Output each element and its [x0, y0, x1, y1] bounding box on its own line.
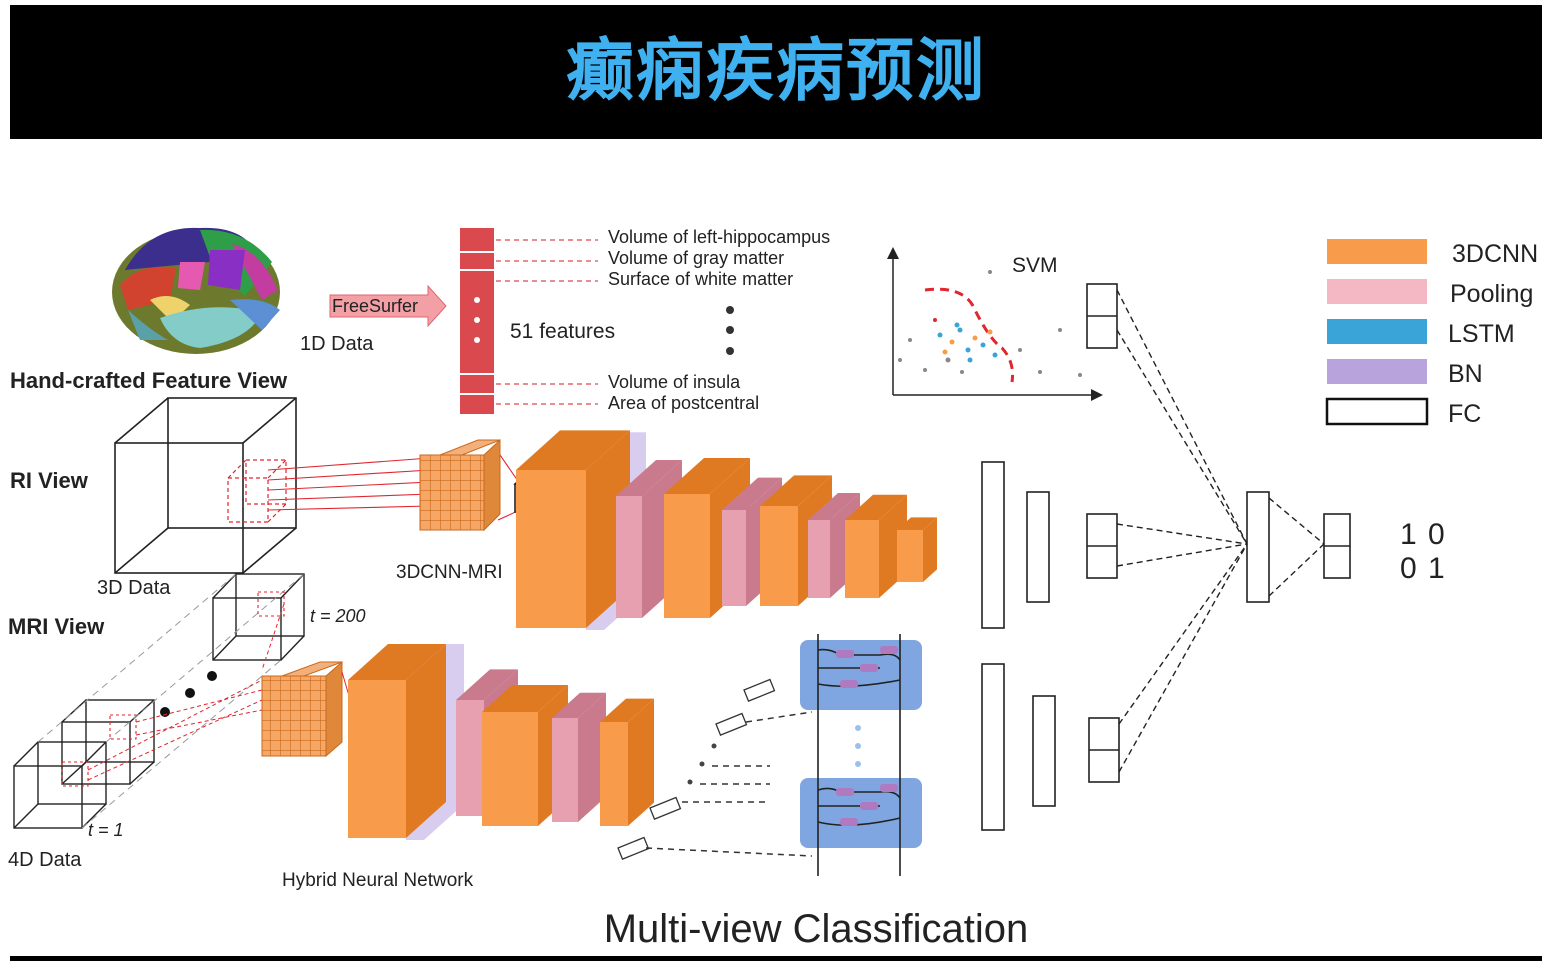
legend-swatch-lstm: [1327, 319, 1427, 344]
legend-label-pooling: Pooling: [1450, 280, 1533, 308]
feature-item-3: Surface of white matter: [608, 269, 793, 289]
label-4d-data: 4D Data: [8, 849, 82, 871]
label-t-200: t = 200: [310, 606, 366, 626]
network-label-hybrid: Hybrid Neural Network: [282, 870, 474, 891]
legend-label-bn: BN: [1448, 360, 1483, 388]
legend: 3DCNN Pooling LSTM BN FC: [1325, 239, 1538, 428]
fc-mri-1: [981, 461, 1005, 629]
lstm-gates: [836, 646, 898, 826]
freesurfer-label: FreeSurfer: [332, 296, 418, 316]
mri-layer-9: [897, 517, 937, 582]
fc-fusion: [1246, 491, 1270, 603]
output-r1c2: 0: [1428, 518, 1445, 551]
fmri-feature-cube: [261, 660, 386, 758]
mri-receptive-field: [227, 459, 287, 523]
svm-scatter-points: [898, 270, 1082, 377]
lstm-block-bottom: [800, 778, 922, 848]
network-label-3dcnn-mri: 3DCNN-MRI: [396, 562, 503, 583]
legend-swatch-3dcnn: [1327, 239, 1427, 264]
fc-mri-2: [1026, 491, 1050, 603]
page-title: 癫痫疾病预测: [565, 32, 986, 111]
mri-3d-cube: [114, 397, 297, 574]
legend-label-lstm: LSTM: [1448, 320, 1515, 348]
feature-item-5: Area of postcentral: [608, 393, 759, 413]
legend-swatch-fc: [1325, 397, 1429, 426]
output-r2c2: 1: [1428, 552, 1445, 585]
lstm-block-top: [800, 640, 922, 710]
output-r2c1: 0: [1400, 552, 1417, 585]
feature-item-2: Volume of gray matter: [608, 248, 784, 268]
view-label-fmri: MRI View: [8, 614, 105, 639]
ellipsis-dots-time: [160, 671, 217, 717]
legend-swatch-bn: [1327, 359, 1427, 384]
feature-item-1: Volume of left-hippocampus: [608, 227, 830, 247]
fc-fmri-1: [981, 663, 1005, 831]
brain-icon: [112, 227, 280, 354]
freesurfer-arrow: FreeSurfer: [329, 284, 447, 328]
token-to-lstm-lines: [645, 711, 813, 857]
feature-item-4: Volume of insula: [608, 372, 741, 392]
fmri-conv-stack: [348, 644, 654, 840]
fc-fmri-2: [1032, 695, 1056, 807]
ellipsis-dots: [726, 306, 734, 355]
feature-vector: [460, 228, 598, 414]
ellipsis-dots-tokens: [687, 743, 717, 785]
mri-layer-4: [664, 458, 750, 618]
label-3d-data: 3D Data: [97, 577, 171, 599]
feature-count-label: 51 features: [510, 320, 615, 343]
label-1d-data: 1D Data: [300, 333, 374, 355]
fmri-time-guides: [37, 573, 305, 829]
fmri-layer-2: [348, 644, 446, 838]
fmri-4d-cubes: [13, 573, 305, 829]
header-bar: 癫痫疾病预测: [10, 5, 1542, 139]
view-label-mri: RI View: [10, 468, 89, 493]
mri-conv-stack: [516, 430, 937, 630]
legend-swatch-pooling: [1327, 279, 1427, 304]
mri-feature-cube: [419, 438, 551, 532]
fmri-projection-lines: [87, 603, 285, 781]
hybrid-feature-tokens: [617, 678, 776, 860]
label-t-1: t = 1: [88, 820, 124, 840]
svm-plot: [887, 247, 1103, 401]
legend-label-3dcnn: 3DCNN: [1452, 240, 1538, 268]
view-label-handcrafted: Hand-crafted Feature View: [10, 368, 288, 393]
bottom-rule: [10, 956, 1542, 961]
fmri-layer-5: [552, 692, 606, 822]
ellipsis-dots-lstm: [855, 725, 861, 767]
fc-layers: [981, 283, 1351, 831]
output-matrix: 1 0 0 1: [1400, 518, 1445, 585]
footer-caption: Multi-view Classification: [604, 907, 1029, 951]
fusion-connections: [1116, 289, 1325, 773]
fmri-layer-6: [600, 698, 654, 826]
output-r1c1: 1: [1400, 518, 1417, 551]
legend-label-fc: FC: [1448, 400, 1481, 428]
mri-layer-2: [516, 430, 630, 628]
svm-label: SVM: [1012, 254, 1058, 277]
